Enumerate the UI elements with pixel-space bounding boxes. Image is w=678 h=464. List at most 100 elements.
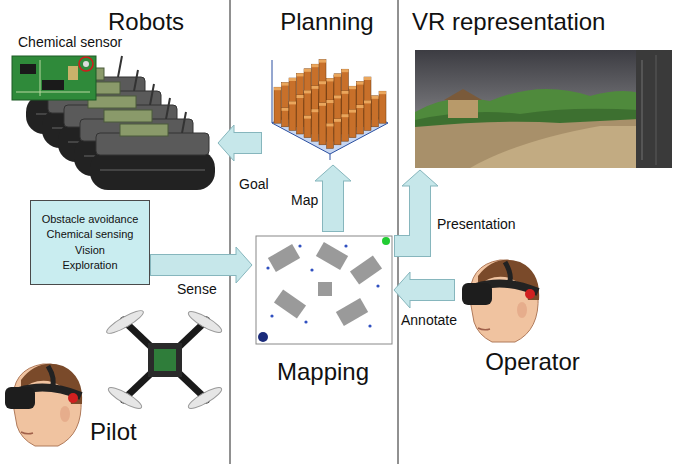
surface-chart-part [334, 119, 341, 145]
drone-part [186, 384, 224, 412]
capability-text: Obstacle avoidance [40, 212, 140, 227]
vr-scene [415, 50, 672, 168]
illustration-node: Mapping [252, 232, 394, 392]
tracked-robot-part [104, 110, 152, 122]
floor-plan-part [256, 236, 392, 344]
floor-plan-part [368, 324, 371, 327]
arrow-label: Map [290, 192, 319, 208]
surface-chart [272, 60, 388, 160]
tracked-robot-part [118, 56, 122, 77]
surface-chart-part [334, 95, 341, 98]
vr-scene-part [444, 89, 482, 100]
surface-chart-part [297, 73, 304, 76]
tracked-robot-part [166, 98, 170, 119]
capability-text: Vision [40, 243, 140, 258]
tracked-robot-part [150, 84, 154, 105]
arrow-body [323, 180, 343, 232]
drone [104, 307, 224, 412]
surface-chart-part [312, 109, 319, 141]
tracked-robot-part [134, 70, 138, 91]
surface-chart-part [349, 110, 356, 113]
column-divider [230, 0, 398, 464]
floor-plan-part [336, 298, 368, 326]
sensor-board-part [16, 92, 90, 93]
column-divider-part [398, 0, 399, 464]
floor-plan-part [350, 255, 382, 284]
illustration-node: Robots [8, 4, 218, 192]
arrow-head [402, 170, 438, 186]
block-arrow [315, 165, 351, 232]
surface-chart-part [312, 64, 319, 67]
arrow-head [218, 125, 234, 161]
surface-chart-part [342, 114, 349, 117]
arrow-body [409, 280, 455, 300]
callout-label: Chemical sensor [17, 34, 123, 50]
surface-chart-part [364, 100, 371, 103]
arrow-body [233, 133, 262, 153]
arrow-body [395, 185, 420, 247]
sensor-board-part [42, 80, 64, 90]
illustration-node: Operator [455, 255, 610, 380]
sensor-board-part [68, 66, 78, 80]
tracked-robot-part [100, 169, 205, 171]
surface-chart-part [372, 96, 379, 127]
drone-part [106, 384, 144, 412]
surface-chart-part [327, 123, 334, 148]
surface-chart-part [357, 105, 364, 108]
surface-chart-part [272, 92, 388, 154]
drone-part [125, 322, 205, 398]
arrow-label: Presentation [436, 216, 517, 232]
section-heading: Planning [262, 8, 392, 36]
block-arrow [150, 247, 252, 283]
vr-scene-part [641, 60, 643, 160]
arrow-head [394, 272, 410, 308]
drone-part [125, 322, 205, 398]
surface-chart-part [342, 69, 349, 72]
surface-chart-part [319, 103, 326, 106]
surface-chart-part [304, 116, 311, 119]
surface-chart-part [272, 60, 273, 123]
sensor-board-part [83, 61, 89, 67]
section-heading: Robots [108, 8, 184, 36]
arrow-label: Sense [176, 281, 218, 297]
surface-chart-part [364, 100, 371, 130]
surface-chart-part [334, 119, 341, 122]
capability-text: Chemical sensing [40, 227, 140, 242]
floor-plan-part [382, 237, 390, 245]
vr-scene-part [636, 50, 672, 168]
floor-plan-part [266, 266, 269, 269]
surface-chart-part [304, 90, 311, 93]
block-arrow [394, 272, 455, 308]
surface-chart-part [357, 105, 364, 134]
arrow-label: Annotate [400, 312, 458, 328]
surface-chart-part [312, 109, 319, 112]
drone-part [104, 307, 145, 337]
sensor-board-part [40, 60, 41, 96]
arrow-body [151, 255, 238, 275]
surface-chart-part [327, 78, 334, 81]
floor-plan-part [258, 332, 268, 342]
surface-chart-part [334, 74, 341, 77]
floor-plan-part [344, 244, 347, 247]
arrow-head [236, 247, 252, 283]
floor-plan-part [318, 282, 332, 296]
arrow-label: Goal [238, 176, 270, 192]
surface-chart-part [327, 123, 334, 126]
surface-chart-part [379, 91, 386, 123]
surface-chart-part [330, 154, 331, 160]
surface-chart-part [357, 82, 364, 85]
surface-chart-part [319, 103, 326, 145]
surface-chart-part [282, 83, 289, 86]
section-heading: VR representation [412, 8, 605, 36]
surface-chart-part [319, 60, 326, 63]
floor-plan-part [274, 289, 306, 318]
vr-scene-part [448, 100, 478, 118]
sensor-board [12, 56, 96, 100]
floor-plan-part [268, 244, 300, 272]
drone-part [148, 343, 182, 377]
surface-chart-part [312, 86, 319, 89]
tracked-robot-part [90, 150, 215, 190]
pilot-head [5, 364, 82, 446]
floor-plan [256, 236, 392, 344]
